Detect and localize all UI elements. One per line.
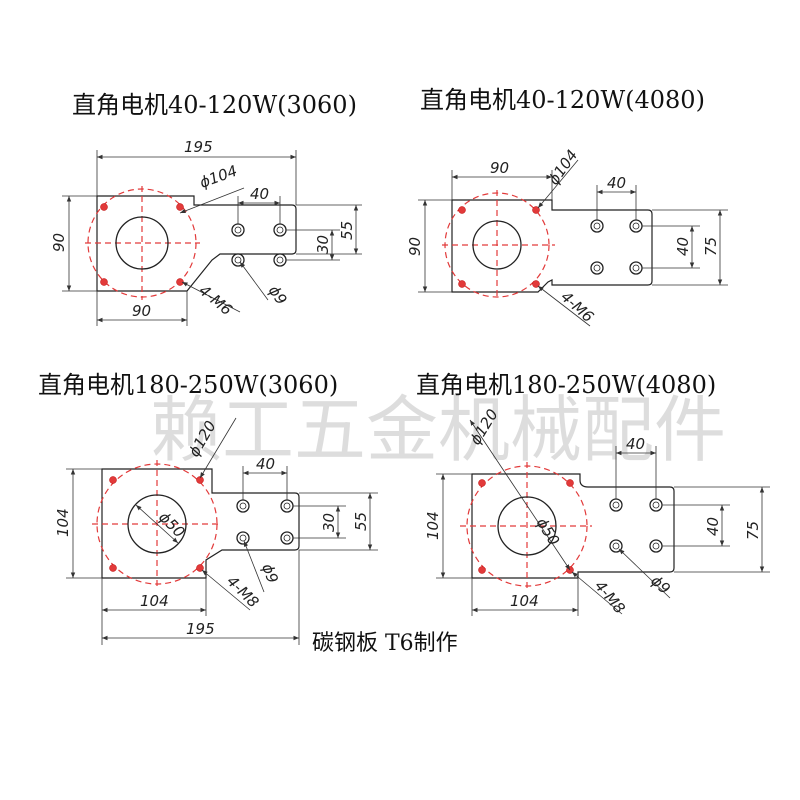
svg-text:4-M6: 4-M6 [557,288,597,326]
svg-text:90: 90 [50,233,68,252]
svg-text:30: 30 [320,513,338,532]
svg-text:90: 90 [406,237,424,256]
svg-text:40: 40 [250,185,269,203]
svg-text:55: 55 [352,512,370,531]
svg-text:ϕ9: ϕ9 [647,572,674,598]
svg-text:40: 40 [626,435,645,453]
svg-text:4-M8: 4-M8 [223,572,262,611]
plate-outline-tr [451,199,653,293]
title-bl: 直角电机180-250W(3060) [38,371,338,399]
svg-text:90: 90 [132,302,151,320]
svg-text:40: 40 [674,237,692,256]
drawing-tl: 直角电机40-120W(3060) 195 ϕ104 40 90 [50,91,362,326]
svg-text:ϕ50: ϕ50 [533,515,564,549]
title-tr: 直角电机40-120W(4080) [420,86,705,114]
title-tl: 直角电机40-120W(3060) [72,91,357,119]
svg-text:40: 40 [704,517,722,536]
bore-tl [115,216,169,270]
svg-text:40: 40 [256,455,275,473]
svg-text:75: 75 [702,237,720,256]
svg-text:ϕ9: ϕ9 [258,561,282,585]
title-br: 直角电机180-250W(4080) [416,371,716,399]
svg-text:195: 195 [184,138,213,156]
svg-text:75: 75 [744,521,762,540]
svg-text:104: 104 [54,508,72,537]
svg-text:4-M8: 4-M8 [591,577,629,617]
bore-tr [472,220,522,270]
svg-text:55: 55 [338,221,356,240]
svg-text:195: 195 [186,620,215,638]
svg-text:104: 104 [140,592,169,610]
svg-text:ϕ104: ϕ104 [197,162,239,192]
svg-text:30: 30 [314,235,332,254]
svg-text:4-M6: 4-M6 [195,281,235,319]
plate-outline-br [471,473,675,579]
material-note: 碳钢板 T6制作 [312,631,458,656]
watermark: 赖工五金机械配件 [150,388,726,472]
svg-text:90: 90 [490,159,509,177]
svg-text:104: 104 [510,592,539,610]
bore-bl [127,494,187,554]
drawing-tr: 直角电机40-120W(4080) 90 ϕ104 40 90 40 [406,86,728,327]
plate-outline-bl [101,468,300,579]
svg-text:ϕ9: ϕ9 [265,282,291,308]
svg-text:ϕ104: ϕ104 [545,146,582,188]
svg-text:104: 104 [424,511,442,540]
svg-text:40: 40 [607,174,626,192]
